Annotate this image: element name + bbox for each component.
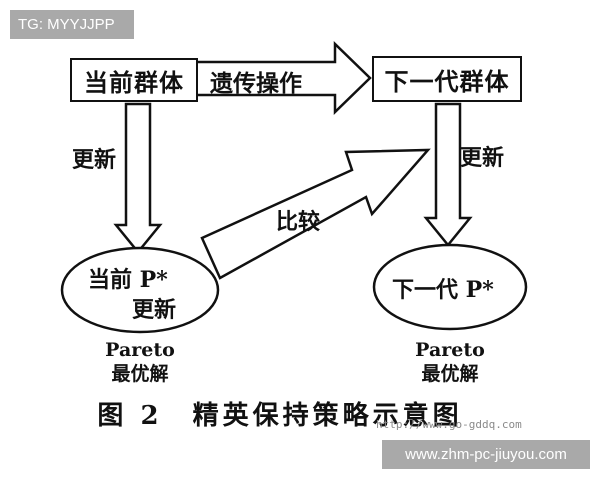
pareto-left-line1: Pareto — [105, 339, 175, 361]
top-watermark-text: TG: MYYJJPP — [18, 16, 115, 33]
pareto-right-line2: 最优解 — [421, 363, 479, 385]
figure-caption: 图 2 精英保持策略示意图 — [97, 401, 463, 431]
current-p-ellipse — [60, 246, 220, 334]
current-population-box: 当前群体 — [70, 58, 198, 102]
update-arrow-right — [423, 102, 473, 247]
update-label-right: 更新 — [460, 145, 505, 171]
bottom-watermark-badge: www.zhm-pc-jiuyou.com — [382, 440, 590, 469]
compare-label: 比较 — [276, 209, 321, 235]
current-population-label: 当前群体 — [84, 67, 184, 97]
next-p-label: 下一代 P* — [392, 277, 494, 303]
url-watermark: http://www.go-gddq.com — [376, 418, 522, 431]
next-population-label: 下一代群体 — [384, 66, 510, 96]
next-p-ellipse — [372, 243, 528, 331]
next-population-box: 下一代群体 — [372, 56, 522, 102]
genetic-operation-label: 遗传操作 — [210, 70, 302, 97]
update-label-left: 更新 — [72, 147, 117, 173]
pareto-right-line1: Pareto — [415, 339, 485, 361]
current-p-line1: 当前 P* — [88, 267, 168, 293]
bottom-watermark-text: www.zhm-pc-jiuyou.com — [405, 446, 567, 463]
top-watermark-badge: TG: MYYJJPP — [10, 10, 134, 39]
genetic-operation-arrow — [194, 41, 372, 115]
pareto-right: Pareto 最优解 — [400, 338, 500, 386]
update-arrow-left — [113, 102, 163, 254]
pareto-left: Pareto 最优解 — [90, 338, 190, 386]
compare-arrow — [200, 148, 431, 280]
pareto-left-line2: 最优解 — [111, 363, 169, 385]
current-p-line2: 更新 — [132, 297, 177, 323]
